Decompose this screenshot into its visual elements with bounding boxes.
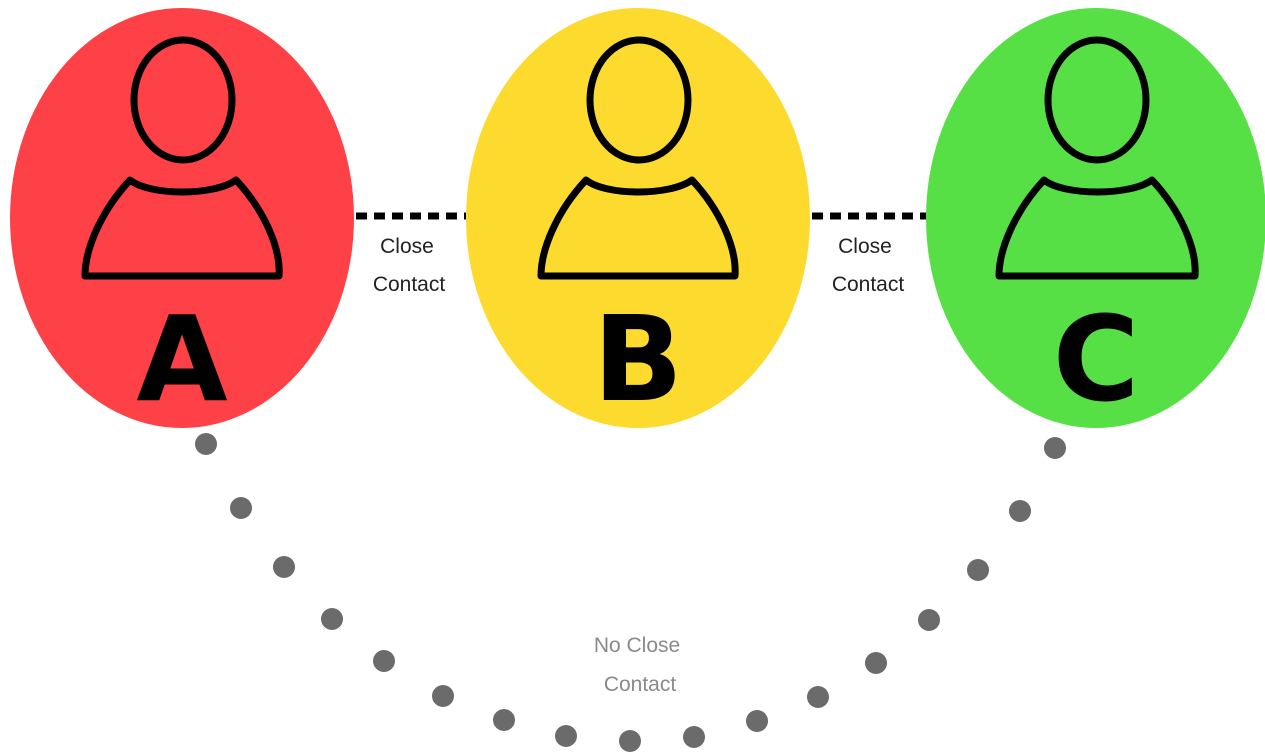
person-icon [537,36,739,280]
arc-dot [230,497,252,519]
arc-dot [683,726,705,748]
arc-dot [555,725,577,747]
edge-b-c-label-line2: Contact [832,273,905,296]
arc-dot [273,556,295,578]
person-label-b: B [593,290,683,428]
edge-b-c-label-line1: Close [838,235,892,258]
arc-dot [195,433,217,455]
arc-dot [373,650,395,672]
person-node-b: B [466,8,810,428]
person-node-c: C [926,8,1265,428]
arc-dot [493,709,515,731]
person-icon [995,36,1199,280]
arc-dot [746,710,768,732]
person-label-a: A [136,290,227,428]
person-circle-c [926,8,1265,428]
arc-dot [619,730,641,752]
arc-dot [865,652,887,674]
arc-dot [807,686,829,708]
person-label-c: C [1053,290,1140,428]
person-circle-a [10,8,354,428]
person-node-a: A [10,8,354,428]
person-icon [81,36,283,280]
person-circle-b [466,8,810,428]
edge-a-b-label-line1: Close [380,235,434,258]
edge-a-b-label-line2: Contact [373,273,446,296]
arc-dot [918,609,940,631]
no-contact-label-line1: No Close [594,634,680,657]
arc-dot [1044,437,1066,459]
arc-dot [1009,500,1031,522]
arc-dot [321,608,343,630]
no-contact-label-line2: Contact [604,673,677,696]
arc-dot [432,685,454,707]
arc-dot [967,559,989,581]
no-contact-dotted-arc [195,433,1066,752]
